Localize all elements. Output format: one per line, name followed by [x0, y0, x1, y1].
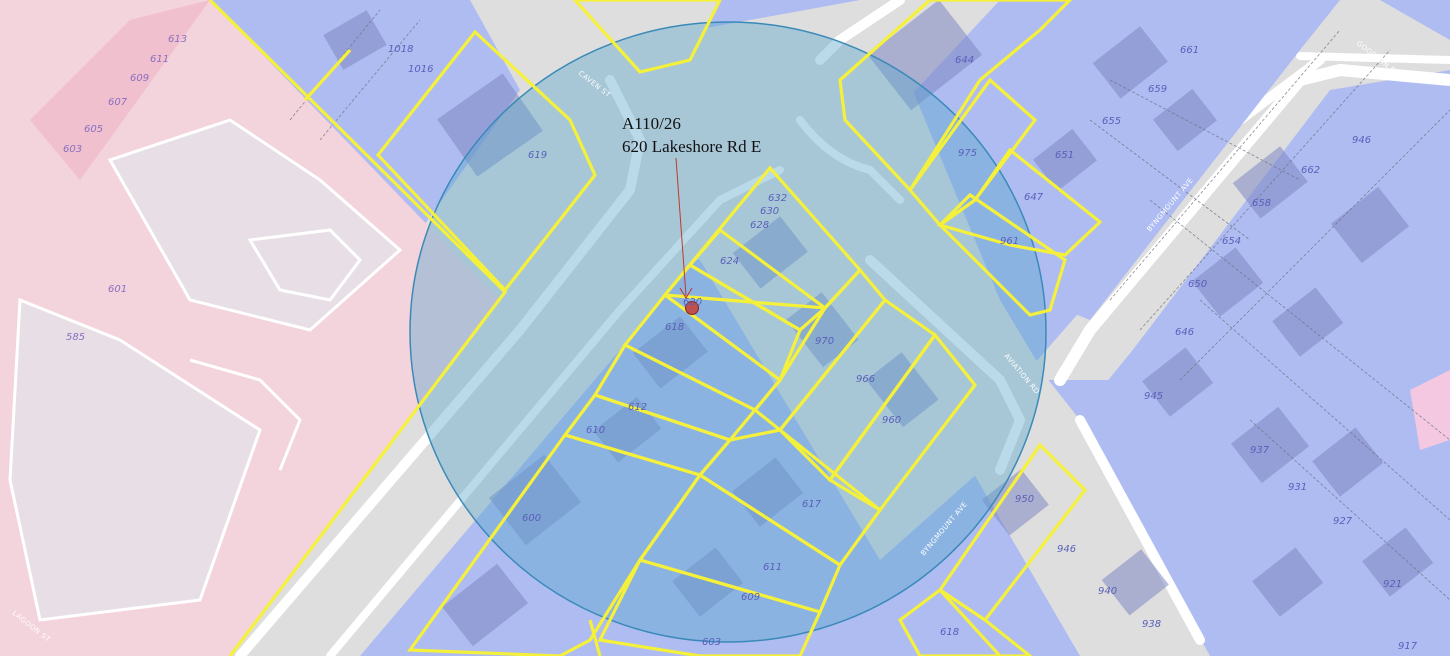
address-label: 966 — [856, 374, 875, 385]
address-labels: 613 611 609 607 605 603 601 585 1018 101… — [63, 34, 1418, 652]
parcel-outlines — [208, 0, 1103, 656]
address-label: 975 — [958, 148, 977, 159]
address-label: 946 — [1352, 135, 1371, 146]
address-label: 624 — [720, 256, 739, 267]
address-label: 937 — [1250, 445, 1270, 456]
address-label: 938 — [1142, 619, 1161, 630]
address-label: 662 — [1301, 165, 1320, 176]
commercial-pavement — [8, 118, 403, 622]
address-label: 617 — [802, 499, 822, 510]
address-label: 945 — [1144, 391, 1163, 402]
address-label: 600 — [522, 513, 541, 524]
address-label: 646 — [1175, 327, 1194, 338]
callout-arrow — [675, 157, 693, 299]
address-label: 647 — [1024, 192, 1044, 203]
callout-file-number: A110/26 — [622, 114, 681, 133]
address-label: 651 — [1055, 150, 1074, 161]
building-footprints — [323, 0, 1434, 647]
subject-property-marker[interactable] — [685, 301, 699, 315]
address-label: 630 — [760, 206, 779, 217]
address-label: 603 — [63, 144, 82, 155]
address-label: 1016 — [408, 64, 433, 75]
address-label: 612 — [628, 402, 647, 413]
address-label: 609 — [130, 73, 149, 84]
address-label: 659 — [1148, 84, 1167, 95]
address-label: 619 — [528, 150, 547, 161]
address-label: 650 — [1188, 279, 1207, 290]
address-label: 618 — [665, 322, 684, 333]
address-label: 603 — [702, 637, 721, 648]
address-label: 611 — [150, 54, 169, 65]
circulation-buffer-circle — [409, 21, 1047, 643]
address-label: 655 — [1102, 116, 1121, 127]
address-label: 921 — [1383, 579, 1402, 590]
address-label: 970 — [815, 336, 834, 347]
address-label: 950 — [1015, 494, 1034, 505]
address-label: 927 — [1333, 516, 1353, 527]
address-label: 654 — [1222, 236, 1241, 247]
address-label: 658 — [1252, 198, 1271, 209]
address-label: 940 — [1098, 586, 1117, 597]
address-label: 1018 — [388, 44, 413, 55]
address-label: 661 — [1180, 45, 1199, 56]
lot-fences — [289, 9, 1450, 601]
address-label: 613 — [168, 34, 187, 45]
callout-address: 620 Lakeshore Rd E — [622, 137, 761, 156]
address-label: 601 — [108, 284, 127, 295]
sidewalks — [235, 0, 1450, 656]
address-label: 628 — [750, 220, 769, 231]
address-label: 611 — [763, 562, 782, 573]
address-label: 961 — [1000, 236, 1019, 247]
address-label: 620 — [683, 297, 702, 308]
address-label: 931 — [1288, 482, 1307, 493]
address-label: 607 — [108, 97, 128, 108]
address-label: 605 — [84, 124, 103, 135]
address-label: 917 — [1398, 641, 1418, 652]
address-label: 585 — [66, 332, 85, 343]
address-label: 644 — [955, 55, 974, 66]
address-label: 632 — [768, 193, 787, 204]
address-label: 610 — [586, 425, 605, 436]
address-label: 609 — [741, 592, 760, 603]
address-label: 946 — [1057, 544, 1076, 555]
address-label: 960 — [882, 415, 901, 426]
address-label: 618 — [940, 627, 959, 638]
